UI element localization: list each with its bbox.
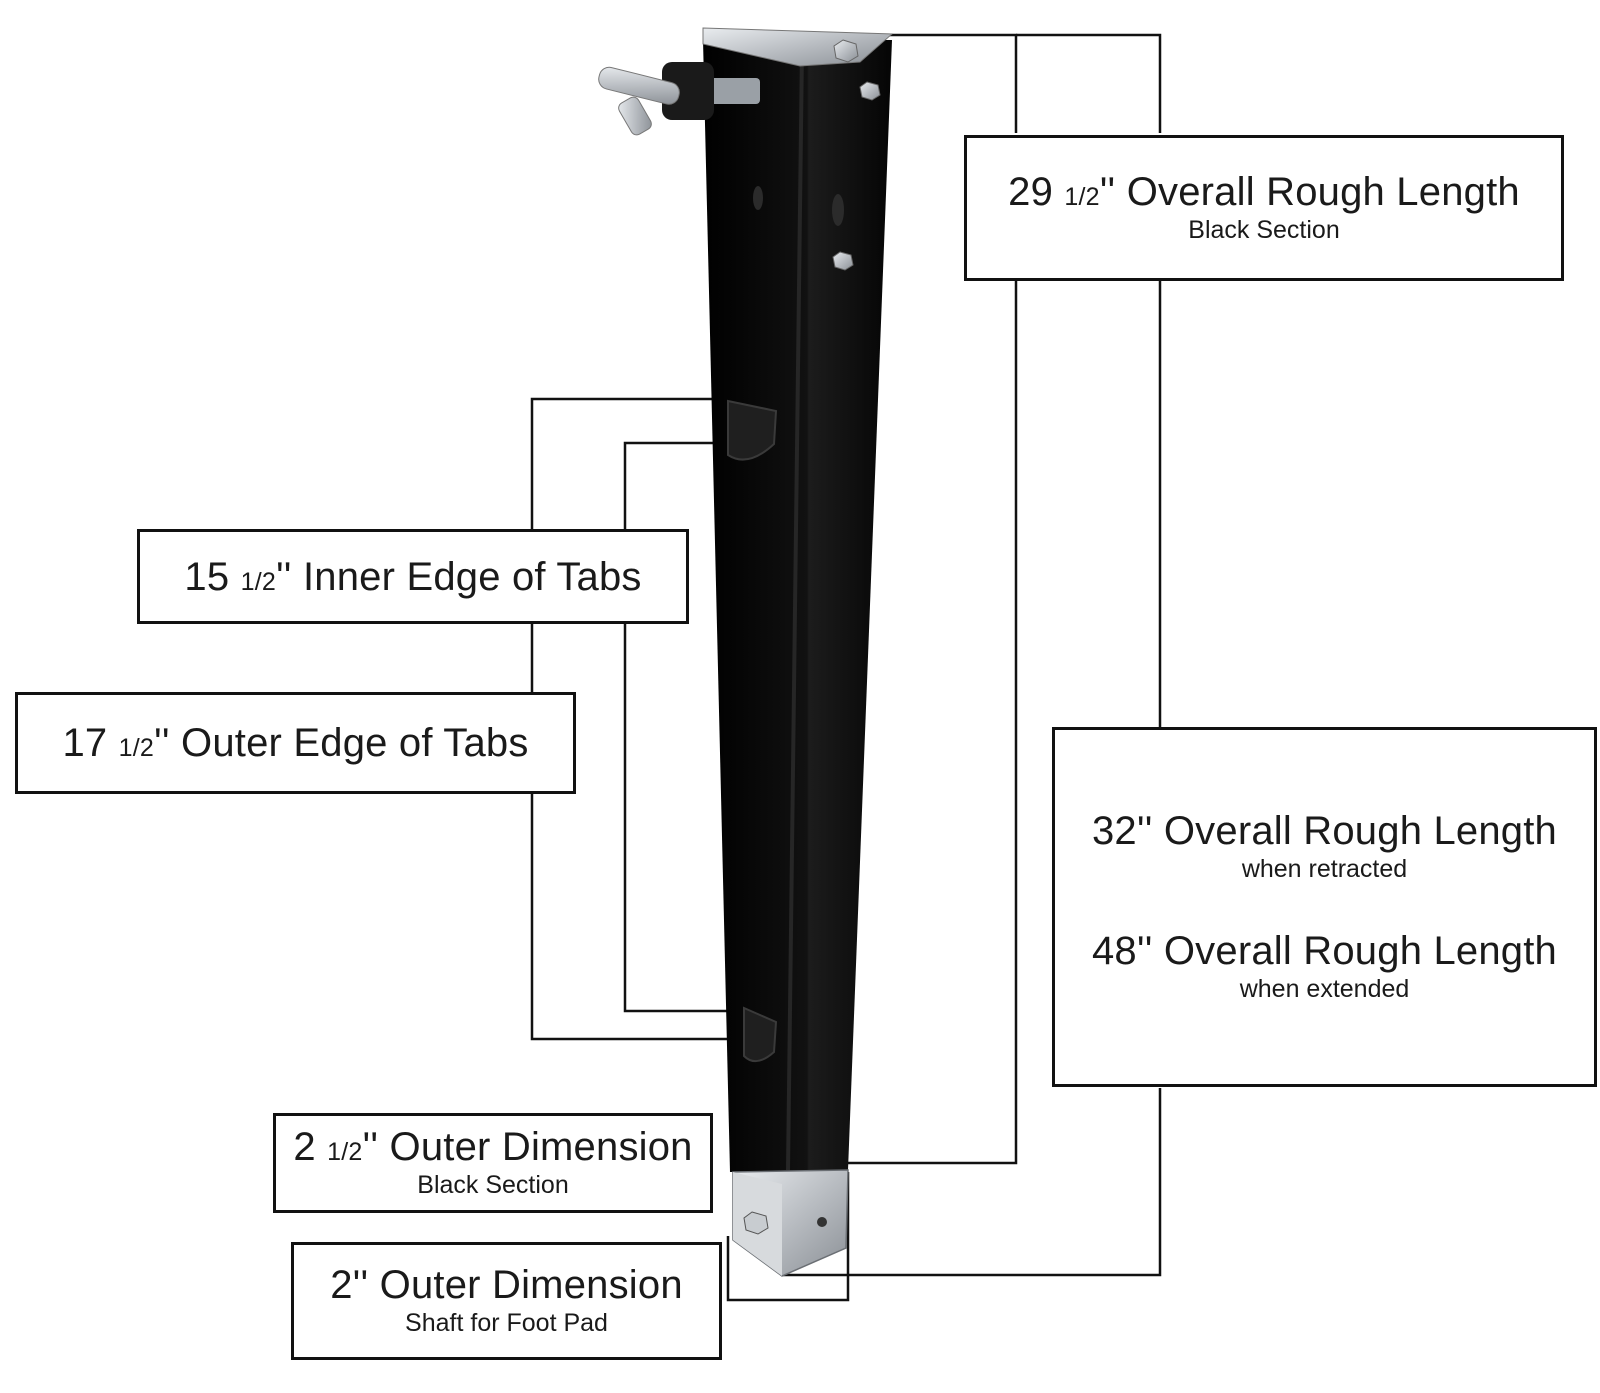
hex-bolt-icon [832,39,881,271]
black-tube-edge-highlight [786,48,804,1170]
overall-length-label: 32'' Overall Rough Length when retracted… [1052,727,1597,1087]
black-tube-body [703,40,892,1172]
crank-handle-icon [598,62,760,136]
extended-length: 48'' Overall Rough Length [1091,929,1558,973]
extended-note: when extended [1239,975,1410,1003]
upper-tab [727,399,778,461]
leader-overall-bottom [782,1088,1162,1277]
retracted-length: 32'' Overall Rough Length [1091,809,1558,853]
leader-outer-tabs-bottom [530,794,744,1041]
leader-inner-tabs-top [623,441,728,530]
upper-hole-2 [832,194,844,226]
outer-edge-tabs-label: 17 1/2'' Outer Edge of Tabs [15,692,576,794]
foot-pad-shaft [732,1169,849,1277]
inner-edge-tabs-label: 15 1/2'' Inner Edge of Tabs [137,529,689,624]
lower-tab [743,1006,778,1063]
upper-hole [753,186,763,210]
retracted-note: when retracted [1241,855,1408,883]
leader-black-length-bottom [848,280,1018,1165]
leader-outer-tabs-top [530,397,728,530]
shaft-dimension-label: 2'' Outer Dimension Shaft for Foot Pad [291,1242,722,1360]
jack-leg [598,27,894,1277]
leader-inner-tabs-bottom [623,623,744,1013]
leader-lines [530,33,1162,1302]
leader-overall-top [1016,33,1162,133]
leader-shaft-box [726,1172,850,1302]
black-section-length-label: 29 1/2'' Overall Rough Length Black Sect… [964,135,1564,281]
leader-black-length-top [888,33,1018,133]
black-section-dimension-label: 2 1/2'' Outer Dimension Black Section [273,1113,713,1213]
